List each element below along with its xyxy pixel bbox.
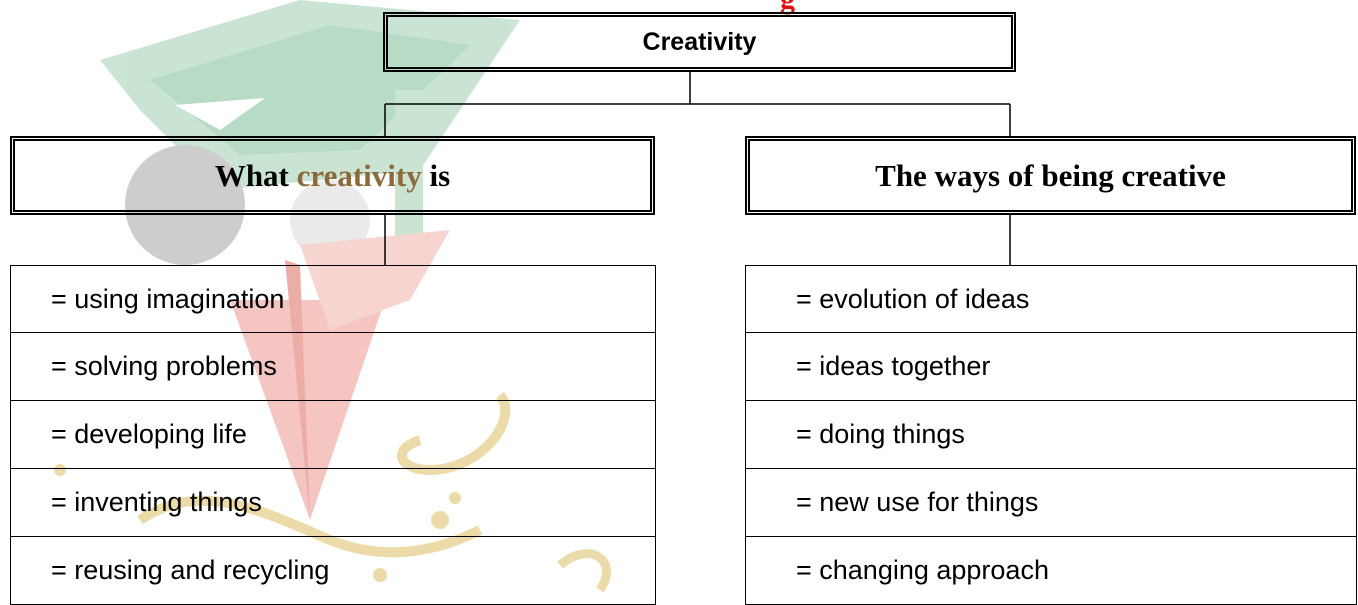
branch-left-title: What creativity is	[215, 158, 450, 194]
list-item: = ideas together	[745, 333, 1357, 401]
list-item: = reusing and recycling	[10, 537, 656, 605]
branch-left-title-accent: creativity	[296, 157, 422, 193]
branch-left-title-pre: What	[214, 157, 297, 193]
list-item: = new use for things	[745, 469, 1357, 537]
list-item: = evolution of ideas	[745, 265, 1357, 333]
list-ways-of-being-creative: = evolution of ideas = ideas together = …	[745, 265, 1357, 605]
root-node: Creativity	[383, 12, 1016, 72]
list-item: = changing approach	[745, 537, 1357, 605]
list-item: = developing life	[10, 401, 656, 469]
branch-right-title: The ways of being creative	[875, 157, 1226, 193]
root-label: Creativity	[642, 27, 757, 56]
list-item: = solving problems	[10, 333, 656, 401]
list-item: = doing things	[745, 401, 1357, 469]
branch-ways-of-being-creative: The ways of being creative	[745, 136, 1356, 215]
list-item: = using imagination	[10, 265, 656, 333]
branch-left-title-post: is	[421, 157, 451, 193]
partial-title-fragment: g	[780, 0, 795, 16]
branch-what-creativity-is: What creativity is	[10, 136, 655, 215]
list-item: = inventing things	[10, 469, 656, 537]
list-what-creativity-is: = using imagination = solving problems =…	[10, 265, 656, 605]
